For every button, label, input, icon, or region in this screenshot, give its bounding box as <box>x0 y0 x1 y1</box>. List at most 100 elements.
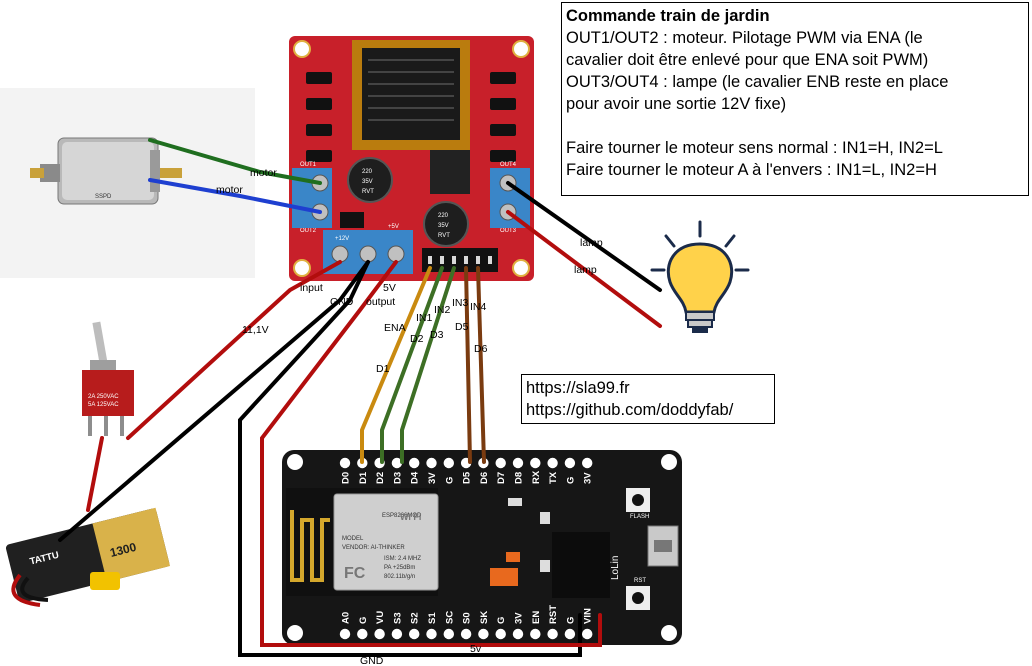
top-pin-label-d3: D3 <box>392 472 403 484</box>
links-box: https://sla99.fr https://github.com/dodd… <box>521 374 775 424</box>
in2-wire <box>400 266 456 464</box>
esp-pa: PA +25dBm <box>384 565 415 571</box>
rst-label: RST <box>634 578 646 584</box>
label-in1: IN1 <box>416 312 433 324</box>
wires <box>58 138 662 657</box>
l298n-driver: 220 35V RVT 220 35V RVT OUT1 OUT2 OUT4 O… <box>289 36 534 281</box>
note-line: OUT3/OUT4 : lampe (le cavalier ENB reste… <box>566 73 949 91</box>
out3-label: OUT3 <box>500 228 517 234</box>
label-gnd-bottom: GND <box>360 655 384 666</box>
esp-vendor: VENDOR: AI-THINKER <box>342 545 405 551</box>
bottom-pin-label-s0: S0 <box>462 612 473 624</box>
top-pin-label-g: G <box>565 477 576 484</box>
in3-wire <box>464 266 472 464</box>
nodemcu-board: ESP8266MOD MODEL VENDOR: AI-THINKER ISM:… <box>282 450 682 645</box>
motor-wire-green <box>148 138 322 185</box>
wifi-logo: Wi Fi <box>400 512 421 522</box>
cap2-b: 35V <box>438 223 449 229</box>
plus5-label: +5V <box>388 224 399 230</box>
top-pin-label-3v: 3V <box>427 472 438 484</box>
bottom-pin-label-s2: S2 <box>410 612 421 624</box>
top-pin-label-d2: D2 <box>375 472 386 484</box>
bottom-pin-pad <box>443 628 454 640</box>
note-line: cavalier doit être enlevé pour que ENA s… <box>566 51 929 69</box>
label-d5: D5 <box>455 321 469 333</box>
out1-label: OUT1 <box>300 162 317 168</box>
bottom-pin-label-vu: VU <box>375 611 386 624</box>
lolin-label: LoLin <box>610 556 621 580</box>
switch-label-2: 5A 125VAC <box>88 402 119 408</box>
bottom-pin-label-3v: 3V <box>514 612 525 624</box>
battery-capacity: 1300 <box>108 540 138 560</box>
note-title: Commande train de jardin <box>566 7 770 25</box>
bottom-pin-label-g: G <box>496 617 507 624</box>
label-input: input <box>300 282 323 294</box>
switch-label-1: 2A 250VAC <box>88 394 119 400</box>
bottom-pin-pad <box>495 628 506 640</box>
in4-wire <box>476 266 486 464</box>
bottom-pin-pad <box>478 628 489 640</box>
top-pin-label-d1: D1 <box>358 471 369 484</box>
lamp-wire-black <box>506 181 662 292</box>
top-pin-label-d5: D5 <box>462 471 473 484</box>
bottom-pin-pad <box>374 628 385 640</box>
bottom-pin-pad <box>460 628 472 640</box>
label-output: output <box>366 296 395 308</box>
top-pin-label-d7: D7 <box>496 472 507 484</box>
flash-label: FLASH <box>630 514 649 520</box>
bottom-pin-pad <box>357 628 368 640</box>
link-sla99[interactable]: https://sla99.fr <box>526 379 630 397</box>
label-motor-1: motor <box>250 167 277 179</box>
fc-logo: FC <box>344 565 366 582</box>
cap1-c: RVT <box>362 189 374 195</box>
bottom-pin-pad <box>409 628 420 640</box>
battery-plus-wire <box>126 260 342 440</box>
top-pin-pad <box>512 457 524 469</box>
bottom-pin-pad <box>564 628 576 640</box>
motor-body-label: SSPD <box>95 194 112 200</box>
battery-gnd-wire <box>58 260 370 542</box>
bottom-pin-pad <box>530 628 541 640</box>
label-ena: ENA <box>384 322 406 334</box>
label-d3: D3 <box>430 329 444 341</box>
esp-ism: ISM: 2.4 MHZ <box>384 556 421 562</box>
top-pin-label-d0: D0 <box>341 472 352 484</box>
label-in2: IN2 <box>434 304 451 316</box>
top-pin-pad <box>391 457 403 469</box>
label-d1: D1 <box>376 363 390 375</box>
out2-label: OUT2 <box>300 228 317 234</box>
esp-model: MODEL <box>342 536 364 542</box>
plus12-label: +12V <box>335 236 349 242</box>
top-pin-pad <box>547 457 558 469</box>
bottom-pin-label-a0: A0 <box>341 612 352 624</box>
lamp-wire-red <box>506 210 662 328</box>
bottom-pin-label-sc: SC <box>444 611 455 624</box>
lipo-battery: TATTU 1300 <box>5 507 171 607</box>
top-pin-pad <box>495 457 506 469</box>
bottom-pin-pad <box>426 628 437 640</box>
label-in4: IN4 <box>470 301 487 313</box>
bottom-pin-label-s3: S3 <box>392 612 403 624</box>
link-github[interactable]: https://github.com/doddyfab/ <box>526 401 734 419</box>
bottom-pin-pad <box>339 628 351 640</box>
top-pin-pad <box>339 457 351 469</box>
light-bulb-icon <box>650 220 750 333</box>
bottom-pin-pad <box>582 628 593 640</box>
top-pin-pad <box>443 457 454 469</box>
label-in3: IN3 <box>452 297 469 309</box>
top-pin-pad <box>530 457 541 469</box>
top-pin-pad <box>409 457 420 469</box>
esp-std: 802.11b/g/n <box>384 574 415 580</box>
toggle-switch: 2A 250VAC 5A 125VAC <box>82 321 134 436</box>
cap2-c: RVT <box>438 233 450 239</box>
top-pin-label-tx: TX <box>548 471 559 484</box>
top-pin-pad <box>582 457 593 469</box>
label-5v-bottom: 5v <box>470 643 482 655</box>
note-line: Faire tourner le moteur sens normal : IN… <box>566 139 943 157</box>
top-pin-label-g: G <box>444 477 455 484</box>
instructions-note: Commande train de jardin OUT1/OUT2 : mot… <box>561 2 1029 196</box>
battery-switch-wire <box>86 436 104 512</box>
bottom-pin-label-s1: S1 <box>427 612 438 624</box>
